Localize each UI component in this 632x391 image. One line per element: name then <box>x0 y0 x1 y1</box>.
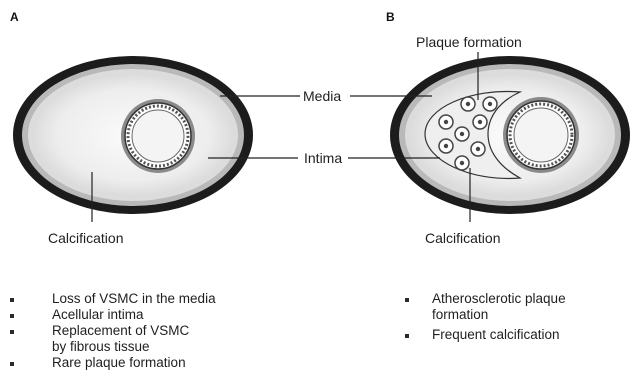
list-item-text: by fibrous tissue <box>52 339 150 354</box>
panel-letter-b: B <box>386 10 395 24</box>
bullet-icon <box>405 334 409 338</box>
list-item-text: Atherosclerotic plaque <box>432 291 566 306</box>
bullet-icon <box>10 314 14 318</box>
list-item: Replacement of VSMC <box>52 323 216 339</box>
list-item-text: Rare plaque formation <box>52 355 186 370</box>
list-item: Atherosclerotic plaque <box>432 291 566 307</box>
list-item-text: Loss of VSMC in the media <box>52 291 216 306</box>
list-item-continuation: formation <box>432 307 566 323</box>
calcification-label-b: Calcification <box>425 230 500 246</box>
list-item-text: Replacement of VSMC <box>52 323 189 338</box>
panel-letter-a: A <box>10 10 19 24</box>
intima-label: Intima <box>304 150 342 166</box>
bullet-list-a: Loss of VSMC in the media Acellular inti… <box>52 291 216 371</box>
list-item-text: formation <box>432 307 488 322</box>
list-item: Rare plaque formation <box>52 355 216 371</box>
list-item: Frequent calcification <box>432 327 566 343</box>
bullet-icon <box>405 298 409 302</box>
list-item-continuation: by fibrous tissue <box>52 339 216 355</box>
list-item-text: Acellular intima <box>52 307 144 322</box>
calcification-label-a: Calcification <box>48 230 123 246</box>
artery-a <box>13 56 253 214</box>
plaque-formation-label: Plaque formation <box>416 34 522 50</box>
bullet-icon <box>10 362 14 366</box>
bullet-icon <box>10 298 14 302</box>
media-label: Media <box>303 88 341 104</box>
bullet-list-b: Atherosclerotic plaque formation Frequen… <box>432 291 566 343</box>
list-item-text: Frequent calcification <box>432 327 560 342</box>
list-item: Loss of VSMC in the media <box>52 291 216 307</box>
artery-b <box>390 56 630 214</box>
list-item: Acellular intima <box>52 307 216 323</box>
bullet-icon <box>10 330 14 334</box>
